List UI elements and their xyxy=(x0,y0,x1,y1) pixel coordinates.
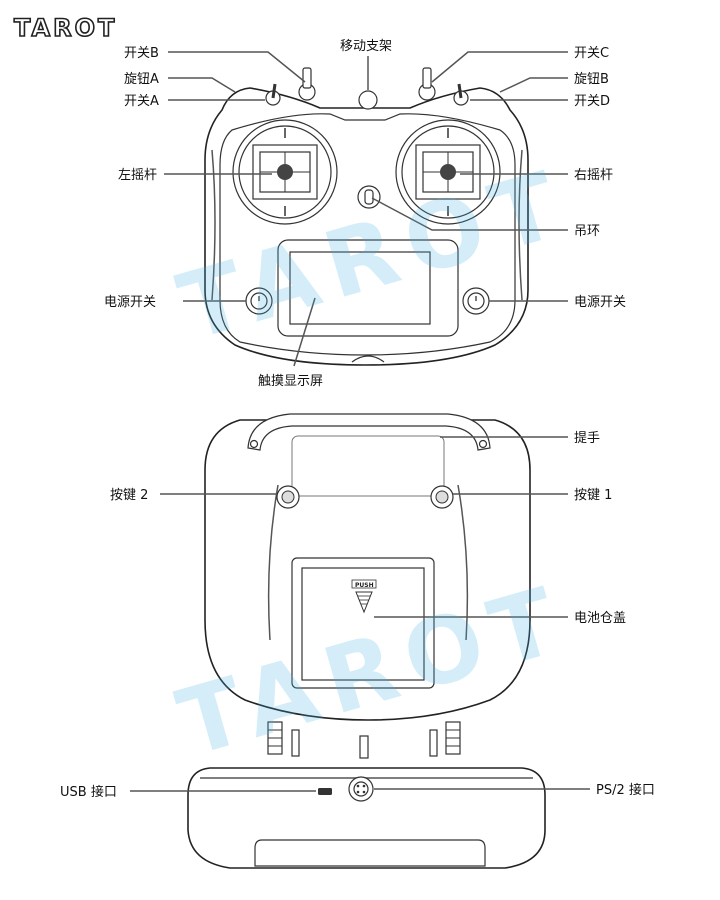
label-left-stick: 左摇杆 xyxy=(118,168,157,183)
front-bottom-bump xyxy=(351,355,385,363)
label-mobile-stand: 移动支架 xyxy=(340,39,392,54)
label-switch-c: 开关C xyxy=(574,46,609,61)
push-label: PUSH xyxy=(355,582,374,589)
top-controls xyxy=(265,67,469,110)
usb-port[interactable] xyxy=(318,788,332,795)
right-stick-knob[interactable] xyxy=(440,164,456,180)
label-knob-a: 旋钮A xyxy=(124,72,159,87)
bottom-view: USB 接口 PS/2 接口 xyxy=(60,721,655,869)
label-switch-b: 开关B xyxy=(124,46,159,61)
label-power-right: 电源开关 xyxy=(574,295,626,310)
left-gimbal xyxy=(232,119,338,225)
label-handle: 提手 xyxy=(574,430,600,446)
switch-b-icon[interactable] xyxy=(302,67,312,89)
front-right-grip xyxy=(518,149,523,301)
back-view: PUSH 提手 按键 2 按键 1 电池仓盖 xyxy=(110,413,626,721)
right-gimbal xyxy=(395,119,501,225)
label-ps2-port: PS/2 接口 xyxy=(596,782,655,798)
label-knob-b: 旋钮B xyxy=(574,72,609,87)
touch-screen[interactable] xyxy=(289,251,431,325)
label-usb-port: USB 接口 xyxy=(60,784,117,800)
front-left-grip xyxy=(211,149,216,301)
bottom-tray xyxy=(254,839,486,867)
label-touch-screen: 触摸显示屏 xyxy=(258,374,323,389)
label-switch-a: 开关A xyxy=(124,94,159,109)
label-button-1: 按键 1 xyxy=(574,488,612,503)
label-switch-d: 开关D xyxy=(574,94,610,109)
label-right-stick: 右摇杆 xyxy=(574,168,613,183)
left-stick-knob[interactable] xyxy=(277,164,293,180)
label-button-2: 按键 2 xyxy=(110,488,148,503)
lanyard-ring-icon[interactable] xyxy=(357,185,381,209)
label-battery-cover: 电池仓盖 xyxy=(574,611,626,626)
label-power-left: 电源开关 xyxy=(104,295,156,310)
tarot-logo: TAROT xyxy=(14,14,117,42)
front-view: 开关B 旋钮A 开关A 移动支架 开关C 旋钮B 开关D 左摇杆 右摇杆 吊环 … xyxy=(104,39,626,389)
label-lanyard-ring: 吊环 xyxy=(574,224,600,239)
carry-handle[interactable] xyxy=(247,413,491,451)
mobile-stand-mount[interactable] xyxy=(358,90,378,110)
